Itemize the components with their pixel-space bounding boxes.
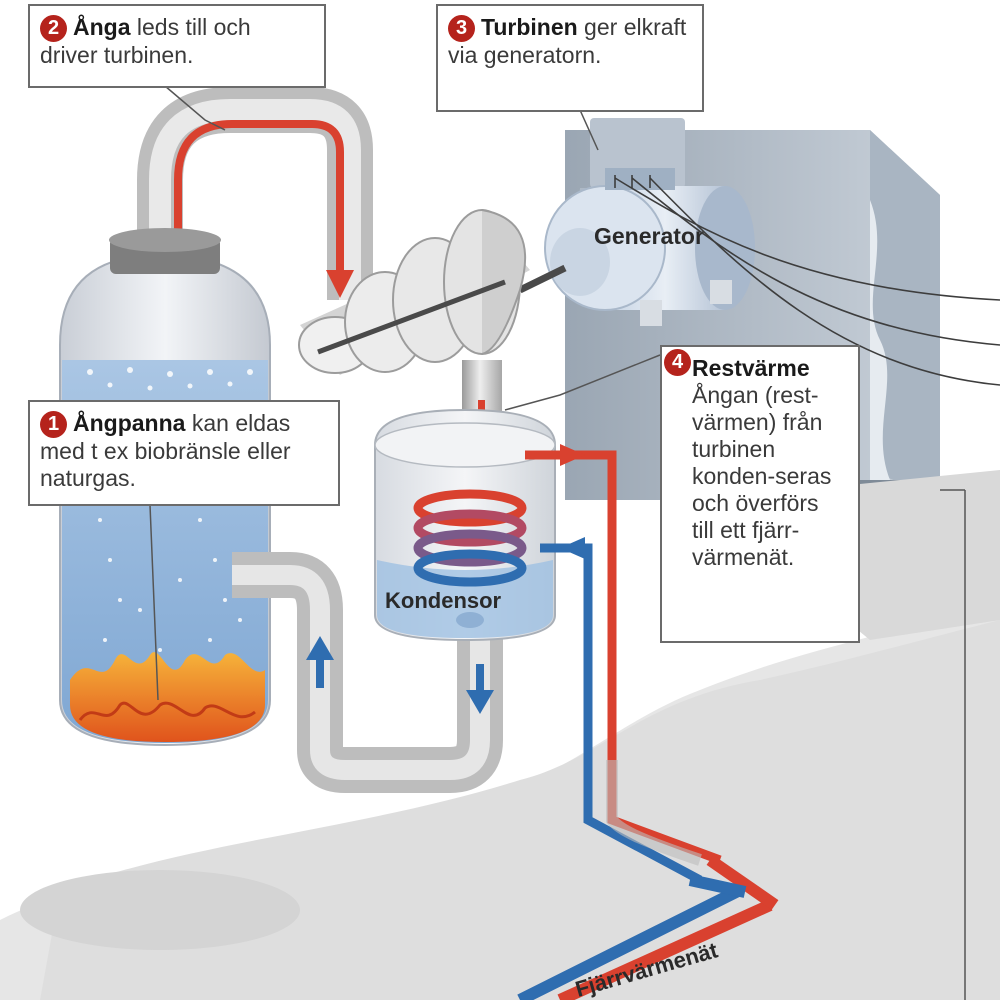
callout-text: leds till och driver turbinen. (40, 14, 251, 68)
return-pipe (232, 552, 503, 793)
callout-text: Ångan (rest-värmen) från turbinen konden… (692, 382, 832, 570)
step-number-badge: 2 (40, 15, 67, 42)
condenser: Kondensor (374, 408, 556, 642)
condenser-label: Kondensor (385, 588, 502, 613)
step-number-badge: 3 (448, 15, 475, 42)
condenser-coil (413, 489, 527, 587)
turbine (298, 209, 530, 375)
turbine-shaft (518, 264, 567, 294)
generator: Generator (544, 118, 755, 326)
power-lines (614, 175, 1000, 386)
callout-title: Ångpanna (73, 410, 186, 436)
callout-title: Restvärme (692, 355, 810, 381)
district-heating-pipes (517, 444, 779, 1005)
step-number-badge: 4 (664, 349, 691, 376)
steam-pipe (137, 87, 373, 300)
generator-label: Generator (594, 223, 704, 249)
callout-title: Turbinen (481, 14, 578, 40)
step-number-badge: 1 (40, 411, 67, 438)
callout-residual-heat: 4 Restvärme Ångan (rest-värmen) från tur… (660, 345, 860, 643)
leader-lines (149, 85, 966, 1000)
callout-title: Ånga (73, 14, 131, 40)
callout-text: ger elkraft via generatorn. (448, 14, 687, 68)
callout-text: kan eldas med t ex biobränsle eller natu… (40, 410, 291, 491)
boiler-bubbles (87, 367, 253, 652)
